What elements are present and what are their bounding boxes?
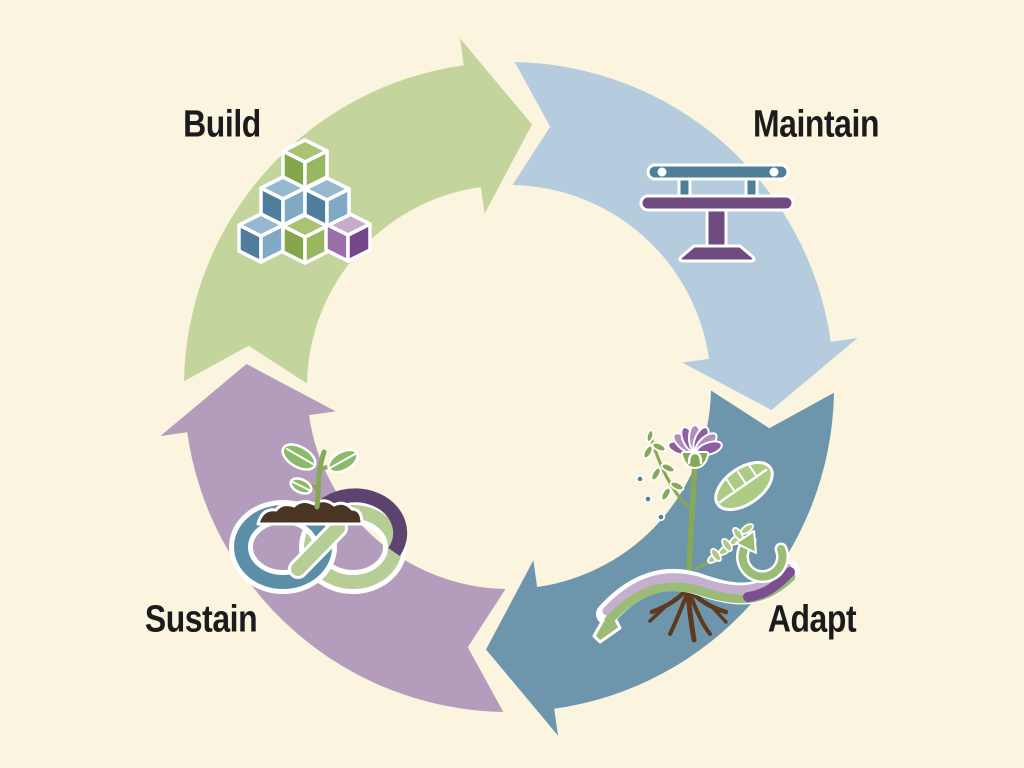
bench-bolt [769, 167, 779, 177]
berry [635, 474, 645, 484]
sprout-soil-infinity-icon [229, 443, 408, 594]
iso-cube [303, 176, 351, 228]
building-blocks-icon [237, 138, 372, 265]
iso-cube [324, 211, 372, 263]
workbench-icon [639, 163, 795, 263]
segment-build-arrow [184, 38, 532, 384]
stage-label-build: Build [183, 103, 261, 146]
stage-label-adapt: Adapt [767, 598, 857, 641]
stage-label-maintain: Maintain [752, 103, 880, 146]
loop-arrow-icon [735, 530, 789, 584]
berry [656, 512, 666, 522]
segment-maintain-arrow [512, 62, 858, 410]
flowering-plant-roots-ribbon-icon [592, 424, 800, 644]
bench-base [678, 244, 756, 263]
soil-mound [256, 499, 364, 526]
stage-label-sustain: Sustain [144, 598, 258, 641]
bench-slab [639, 194, 795, 212]
bench-stem [705, 208, 728, 248]
adapt-ribbon [592, 560, 800, 644]
bench-top-bar [646, 163, 790, 181]
sprout [281, 443, 359, 510]
berry [643, 494, 653, 504]
iso-cube [281, 138, 329, 190]
bench-bolt [657, 167, 667, 177]
